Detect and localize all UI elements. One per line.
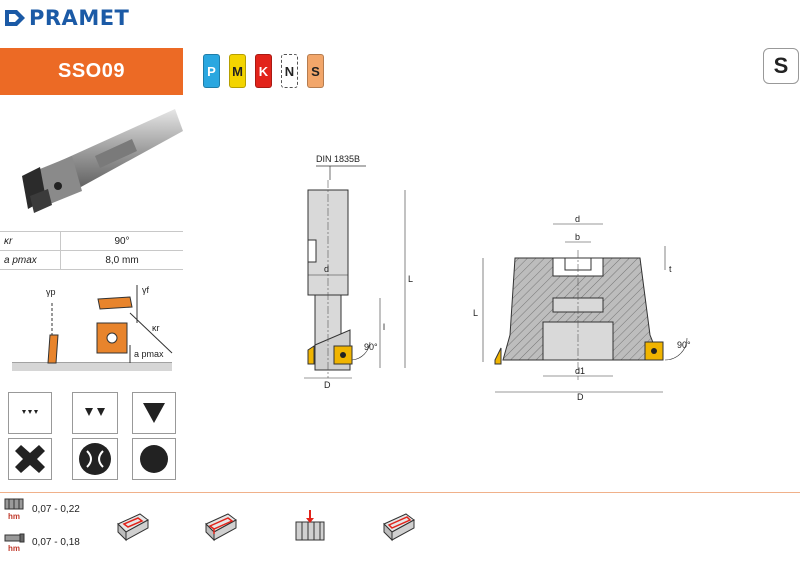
end-mill-drawing: DIN 1835B d L l D 90° [304,154,413,390]
bore-diameter-label: d [575,214,580,224]
cutter-diameter-label: D [577,392,584,402]
body-height-label: L [473,308,478,318]
ap-max-label: a pmax [134,349,164,359]
round-insert-icon [140,445,168,473]
feed-value: 0,07 - 0,18 [32,537,80,548]
material-badge: K [255,54,272,88]
insert-shape-medium [72,392,118,434]
table-row: a pmax 8,0 mm [0,250,183,270]
material-badge: P [203,54,220,88]
insert-profile-cross [8,438,52,480]
face-milling-icon [117,513,149,542]
shoulder-milling-icon [205,513,237,542]
pramet-logo-icon [5,10,25,26]
slot-milling-icon [383,513,415,542]
medium-triangles-icon [85,408,105,416]
feed-label: hm [8,512,20,521]
face-mill-drawing: d b t L d1 D 90° [473,214,691,402]
brand-logo: PRAMET [4,6,129,30]
cutting-length-label: l [383,322,385,332]
insert-shape-small [8,392,52,434]
small-triangles-icon [22,410,38,414]
spec-symbol: κr [0,231,61,251]
feed-icon-group: hm [2,498,26,521]
keyway-depth-label: t [669,264,672,274]
lead-angle-label: 90° [364,342,378,352]
spec-symbol: a pmax [0,250,61,270]
face-mill-icon [4,498,24,510]
overall-length-label: L [408,274,413,284]
end-mill-icon [4,533,25,543]
gamma-f-label: γf [142,285,150,295]
cutting-geometry-diagram: γp γf κr a pmax [12,285,173,371]
spec-table: κr 90° a pmax 8,0 mm [0,231,183,270]
material-badge: N [281,54,298,88]
insert-profile-rounded [72,438,118,480]
rounded-insert-icon [79,443,111,475]
din-standard-label: DIN 1835B [316,154,360,164]
shank-diameter-label: d [324,264,329,274]
feed-label: hm [8,544,20,553]
spec-value: 8,0 mm [60,250,183,270]
feed-row-end-mill: hm 0,07 - 0,18 [2,532,80,553]
feed-value: 0,07 - 0,22 [32,504,80,515]
feed-row-face-mill: hm 0,07 - 0,22 [2,498,80,521]
shank-type-badge: S [763,48,799,84]
spec-value: 90° [60,231,183,251]
product-photo [0,101,183,228]
table-row: κr 90° [0,231,183,251]
insert-shape-large [132,392,176,434]
material-badge: M [229,54,246,88]
feed-icon-group: hm [2,532,26,553]
bottom-divider [0,492,800,493]
insert-profile-round [132,438,176,480]
counterbore-diameter-label: d1 [575,366,585,376]
kappa-r-label: κr [152,323,160,333]
cutting-diameter-label: D [324,380,331,390]
material-badge: S [307,54,324,88]
cross-insert-icon [15,445,45,473]
large-triangle-icon [143,403,165,423]
gamma-p-label: γp [46,287,56,297]
cutter-angle-label: 90° [677,340,691,350]
brand-name: PRAMET [29,6,130,30]
keyway-width-label: b [575,232,580,242]
plunge-milling-icon [295,510,325,541]
product-code-bar: SSO09 [0,48,183,95]
